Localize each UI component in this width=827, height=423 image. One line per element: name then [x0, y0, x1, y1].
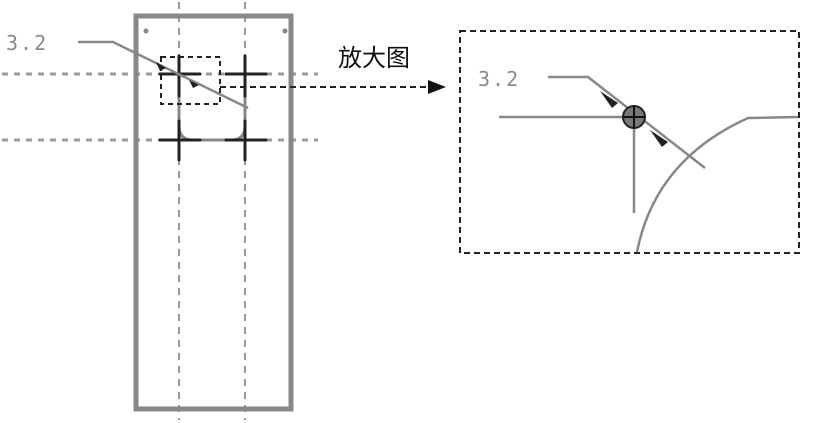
detail-view: 3.2: [459, 30, 800, 254]
detail-view-frame: [459, 30, 800, 254]
detail-arrow-icon: [650, 130, 668, 147]
zoom-callout: 放大图: [220, 44, 446, 94]
corner-mark-right: [282, 28, 288, 34]
leader-arrow-icon: [189, 80, 199, 88]
dimension-leader-main: [78, 40, 249, 110]
main-view: 3.2: [2, 2, 318, 420]
zoom-arrow-icon: [428, 80, 446, 94]
dimension-leader-detail: [548, 75, 706, 169]
plate-outline: [133, 13, 294, 412]
detail-region-box: [160, 56, 221, 105]
dimension-label-main: 3.2: [6, 31, 48, 55]
zoom-label: 放大图: [338, 44, 410, 72]
corner-mark-left: [143, 28, 149, 34]
detail-arrow-icon: [600, 91, 618, 108]
dimension-label-detail: 3.2: [478, 67, 520, 91]
detail-arc: [635, 115, 799, 253]
